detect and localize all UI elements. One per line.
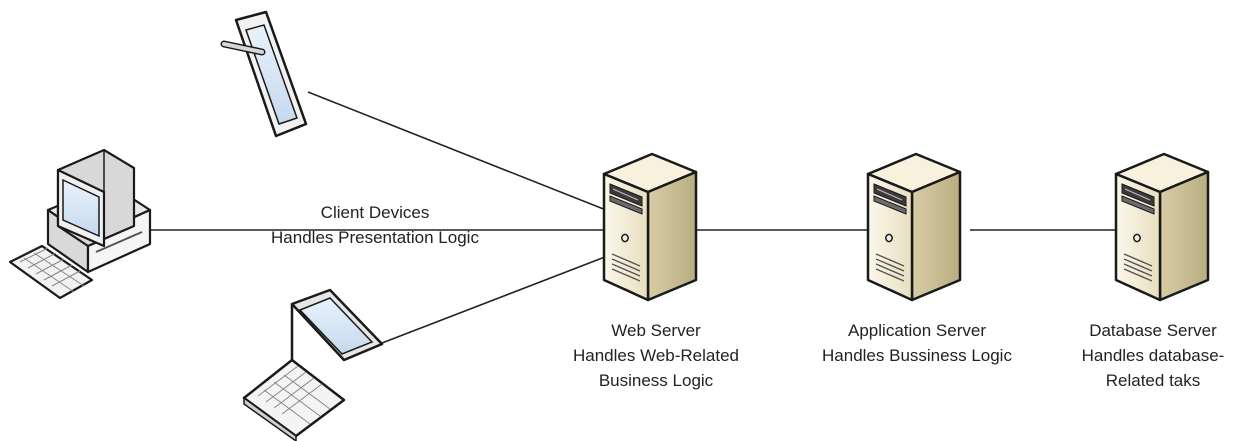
server-icon: [602, 152, 698, 302]
web-server-label: Web Server Handles Web-Related Business …: [545, 318, 767, 393]
web-server-title: Web Server: [611, 321, 701, 340]
application-server-description: Handles Bussiness Logic: [822, 346, 1012, 365]
application-server-label: Application Server Handles Bussiness Log…: [802, 318, 1032, 368]
database-server-description-line2: Related taks: [1105, 371, 1201, 390]
tablet-icon: [220, 10, 308, 138]
database-server-label: Database Server Handles database- Relate…: [1060, 318, 1246, 393]
client-devices-label: Client Devices Handles Presentation Logi…: [225, 200, 525, 250]
web-server-description-line2: Business Logic: [598, 371, 714, 390]
web-server-description-line1: Handles Web-Related: [573, 346, 739, 365]
client-devices-description: Handles Presentation Logic: [271, 228, 479, 247]
database-server-description-line1: Handles database-: [1081, 346, 1225, 365]
client-devices-title: Client Devices: [320, 203, 430, 222]
desktop-computer-icon: [8, 148, 152, 300]
tablet-to-web-line: [307, 91, 607, 211]
laptop-to-web-line: [381, 254, 611, 344]
application-server-title: Application Server: [848, 321, 986, 340]
server-icon: [866, 152, 962, 302]
laptop-icon: [242, 288, 384, 441]
server-icon: [1114, 152, 1210, 302]
database-server-title: Database Server: [1089, 321, 1217, 340]
